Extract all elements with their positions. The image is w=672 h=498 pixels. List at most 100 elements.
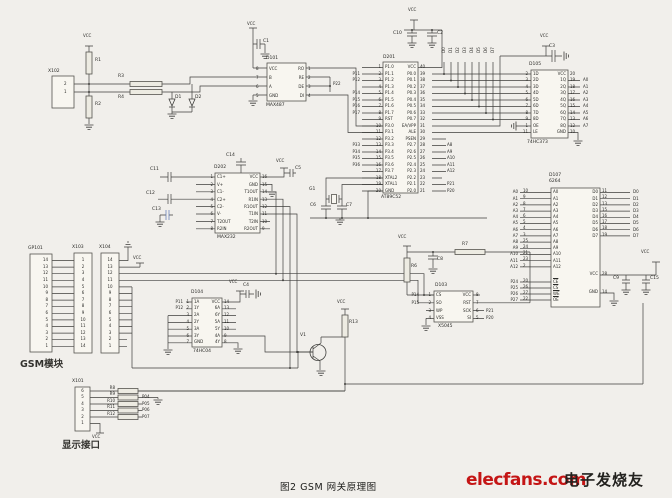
max232-right-pins: 16 15 14 13 12 11 10 9 xyxy=(262,174,268,232)
c1-ref: C1 xyxy=(263,39,270,44)
c12-ref: C12 xyxy=(146,191,155,196)
g1-ref: G1 xyxy=(309,187,316,192)
vcc-label: VCC xyxy=(133,255,142,260)
bus-label-d5: D5 xyxy=(476,47,481,53)
vcc-label: VCC xyxy=(337,299,346,304)
hc04-left-names: 1A 1Y 2A 2Y 3A 3Y GND xyxy=(194,298,204,345)
vcc-label: VCC xyxy=(408,7,417,12)
hc373-right-names: VCC 1Q 2Q 3Q 4Q 5Q 6Q 7Q 8Q GND xyxy=(556,70,566,135)
junction-dots xyxy=(88,29,494,385)
max232-left-pins: 1 2 3 4 5 6 7 8 xyxy=(210,174,213,232)
watermark-chinese: 电子发烧友 xyxy=(564,471,645,489)
x5045-left-nets: P14 P15 xyxy=(411,292,419,305)
wires xyxy=(52,19,660,434)
sram-addr-pins: 10 9 8 7 6 5 4 3 25 24 21 23 2 xyxy=(523,188,529,268)
r6-ref: R6 xyxy=(411,264,417,269)
hc04-right-pins: 14 13 12 11 10 9 8 xyxy=(224,298,230,345)
c7-ref: C7 xyxy=(346,203,353,208)
sram-ctrl-names: CE CS WE OE xyxy=(553,279,560,302)
display-nets: P04 P05 P06 P07 xyxy=(142,394,150,419)
max487-right-pins: 1 2 3 4 xyxy=(308,65,311,98)
hc373-left-pins: 2 3 4 5 6 7 8 9 1 11 xyxy=(522,70,528,135)
diode-d1 xyxy=(168,98,176,108)
bus-label-d7: D7 xyxy=(490,47,495,53)
x102-ref: X102 xyxy=(48,69,60,74)
x5045-left-pins: 1 2 3 4 xyxy=(428,292,431,321)
bus-label-d4: D4 xyxy=(469,47,474,53)
sram-vcc-pin: 28 xyxy=(602,270,608,276)
x102-pins: 2 1 xyxy=(64,81,67,94)
mcu-right-pins: 40 39 38 37 36 35 34 33 32 31 30 29 28 2… xyxy=(420,64,426,193)
d1-ref: D1 xyxy=(175,95,182,100)
mcu-left-pins: 1 2 3 4 5 6 7 8 9 10 11 12 13 14 15 16 1… xyxy=(375,64,381,193)
hc04-part: 74HC04 xyxy=(193,349,211,354)
max232-ref: D202 xyxy=(214,165,227,170)
bus-label-d6: D6 xyxy=(483,47,488,53)
sram-gnd-pin: 14 xyxy=(602,288,608,294)
x101-ref: X101 xyxy=(72,379,84,384)
x104-pins: 14 13 12 11 10 9 8 7 6 5 4 3 2 1 xyxy=(107,257,113,348)
gp101-ref: GP101 xyxy=(28,246,43,251)
sram-data-names: D0 D1 D2 D3 D4 D5 D6 D7 xyxy=(592,189,598,238)
bus-label-d0: D0 xyxy=(441,47,446,53)
component-bodies xyxy=(29,61,601,432)
figure-caption: 图2 GSM 网关原理图 xyxy=(280,482,377,493)
max232-left-names: C1+ V+ C1- C2+ C2- V- T2OUT R2IN xyxy=(217,174,231,232)
max487-ref: D101 xyxy=(266,56,279,61)
c2-ref: C2 xyxy=(437,31,444,36)
vcc-label: VCC xyxy=(641,249,650,254)
diode-d2 xyxy=(188,98,196,108)
c4-ref: C4 xyxy=(243,283,250,288)
x5045-ref: D103 xyxy=(435,283,448,288)
sram-ctrl-pins: 20 26 27 22 xyxy=(523,277,529,301)
hc04-ref: D104 xyxy=(191,290,204,295)
hc373-right-pins: 20 19 18 17 16 15 14 13 12 10 xyxy=(570,70,576,135)
r3-ref: R3 xyxy=(118,74,124,79)
x104-ref: X104 xyxy=(99,245,111,250)
x5045-right-nets: P21 P20 xyxy=(486,307,494,321)
max487-right-names: RO RE DE DI xyxy=(298,65,304,98)
v1-ref: V1 xyxy=(300,333,306,338)
c5-ref: C5 xyxy=(295,166,302,171)
sram-data-pins: 11 12 13 15 16 17 18 19 xyxy=(602,188,608,237)
r13-ref: R13 xyxy=(349,320,358,325)
vcc-label: VCC xyxy=(276,158,285,163)
x5045-part: X5045 xyxy=(438,324,453,329)
r8-r12-refs: R8 R9 R10 R11 R12 xyxy=(107,384,115,416)
c3-ref: C3 xyxy=(549,44,556,49)
sram-addr-names: A0 A1 A2 A3 A4 A5 A6 A7 A8 A9 A10 A11 A1… xyxy=(553,189,561,269)
hc373-part: 74HC373 xyxy=(527,140,548,145)
net-p22: P22 xyxy=(333,81,341,86)
display-port-label: 显示接口 xyxy=(62,440,101,451)
gp101-pins: 14 13 12 11 10 9 8 7 6 5 4 3 2 1 xyxy=(42,257,48,348)
max487-part: MAX487 xyxy=(266,103,285,108)
c11-ref: C11 xyxy=(150,167,159,172)
semiconductors xyxy=(168,98,327,361)
r7-ref: R7 xyxy=(462,242,468,247)
mcu-right-names: VCC P0.0 P0.1 P0.2 P0.3 P0.4 P0.5 P0.6 P… xyxy=(401,64,416,193)
x5045-right-pins: 8 7 6 5 xyxy=(476,292,479,321)
vcc-label: VCC xyxy=(540,33,549,38)
c14-ref: C14 xyxy=(226,153,235,158)
r2-ref: R2 xyxy=(95,102,101,107)
max487-left-names: VCC B A GND xyxy=(269,65,279,98)
vcc-label: VCC xyxy=(398,234,407,239)
hc04-left-nets: P11 P12 xyxy=(175,298,183,311)
mcu-ref: D201 xyxy=(383,55,396,60)
resistor-bodies xyxy=(85,51,486,420)
watermark-brand: elecfans.com xyxy=(466,470,586,490)
x101-pins: 6 5 4 3 2 1 xyxy=(81,387,84,426)
mcu-part: AT89C52 xyxy=(381,195,402,200)
vcc-label: VCC xyxy=(83,33,92,38)
c15-ref: C15 xyxy=(650,276,659,281)
c10-ref: C10 xyxy=(393,31,402,36)
vcc-label: VCC xyxy=(229,279,238,284)
r4-ref: R4 xyxy=(118,95,124,100)
hc373-right-nets: A0 A1 A2 A3 A4 A5 A6 A7 xyxy=(583,77,589,128)
hc373-ref: D105 xyxy=(529,62,542,67)
transistor-v1 xyxy=(309,344,327,361)
vcc-label: VCC xyxy=(92,434,101,439)
cap-c13-plates xyxy=(165,210,170,220)
x5045-right-names: VCC RST SCK SI xyxy=(462,292,471,321)
